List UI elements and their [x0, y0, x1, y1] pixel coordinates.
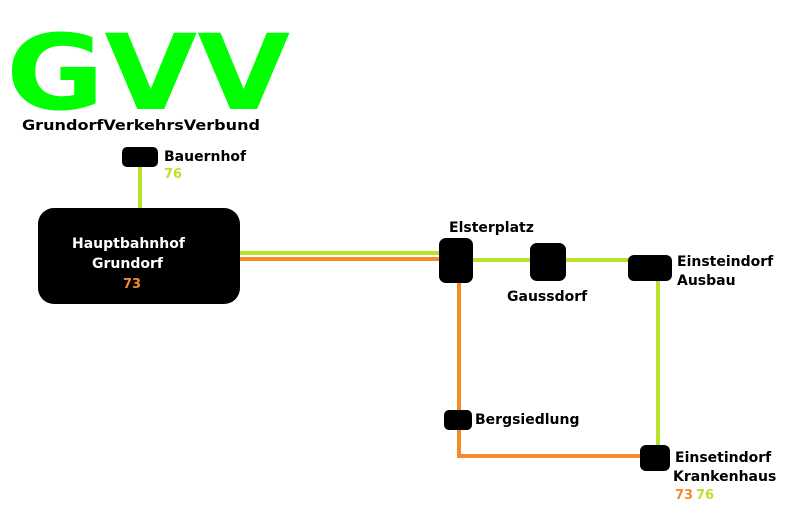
station-einsteindorf-ausbau-label-line2: Ausbau — [677, 273, 736, 289]
route-lines — [138, 158, 660, 458]
logo-text: GVV — [6, 12, 290, 134]
station-hauptbahnhof-line-73: 73 — [123, 277, 141, 292]
station-bauernhof-line-76: 76 — [164, 167, 182, 182]
line-73-segment-elsterplatz-krankenhaus — [457, 262, 655, 458]
station-einsteindorf-ausbau-label-line1: Einsteindorf — [677, 254, 774, 270]
station-hauptbahnhof-label-line2: Grundorf — [92, 256, 164, 272]
station-elsterplatz-label: Elsterplatz — [449, 220, 534, 236]
station-krankenhaus-label-line1: Einsetindorf — [675, 450, 772, 466]
station-elsterplatz-marker[interactable] — [439, 238, 473, 283]
station-gaussdorf-marker[interactable] — [530, 243, 566, 281]
station-gaussdorf-label: Gaussdorf — [507, 289, 588, 305]
logo-subtitle: GrundorfVerkehrsVerbund — [22, 118, 260, 134]
station-hauptbahnhof-marker[interactable] — [38, 208, 240, 304]
station-krankenhaus-line-76: 76 — [696, 488, 714, 503]
station-einsteindorf-ausbau-marker[interactable] — [628, 255, 672, 281]
station-krankenhaus-label-line2: Krankenhaus — [673, 469, 776, 485]
station-bergsiedlung-marker[interactable] — [444, 410, 472, 430]
station-bauernhof-marker[interactable] — [122, 147, 158, 167]
station-hauptbahnhof-label-line1: Hauptbahnhof — [72, 236, 186, 252]
station-bergsiedlung-label: Bergsiedlung — [475, 412, 580, 428]
stations: Bauernhof 76 Hauptbahnhof Grundorf 73 El… — [38, 147, 776, 503]
station-krankenhaus-line-73: 73 — [675, 488, 693, 503]
station-bauernhof-label: Bauernhof — [164, 149, 247, 165]
station-krankenhaus-marker[interactable] — [640, 445, 670, 471]
